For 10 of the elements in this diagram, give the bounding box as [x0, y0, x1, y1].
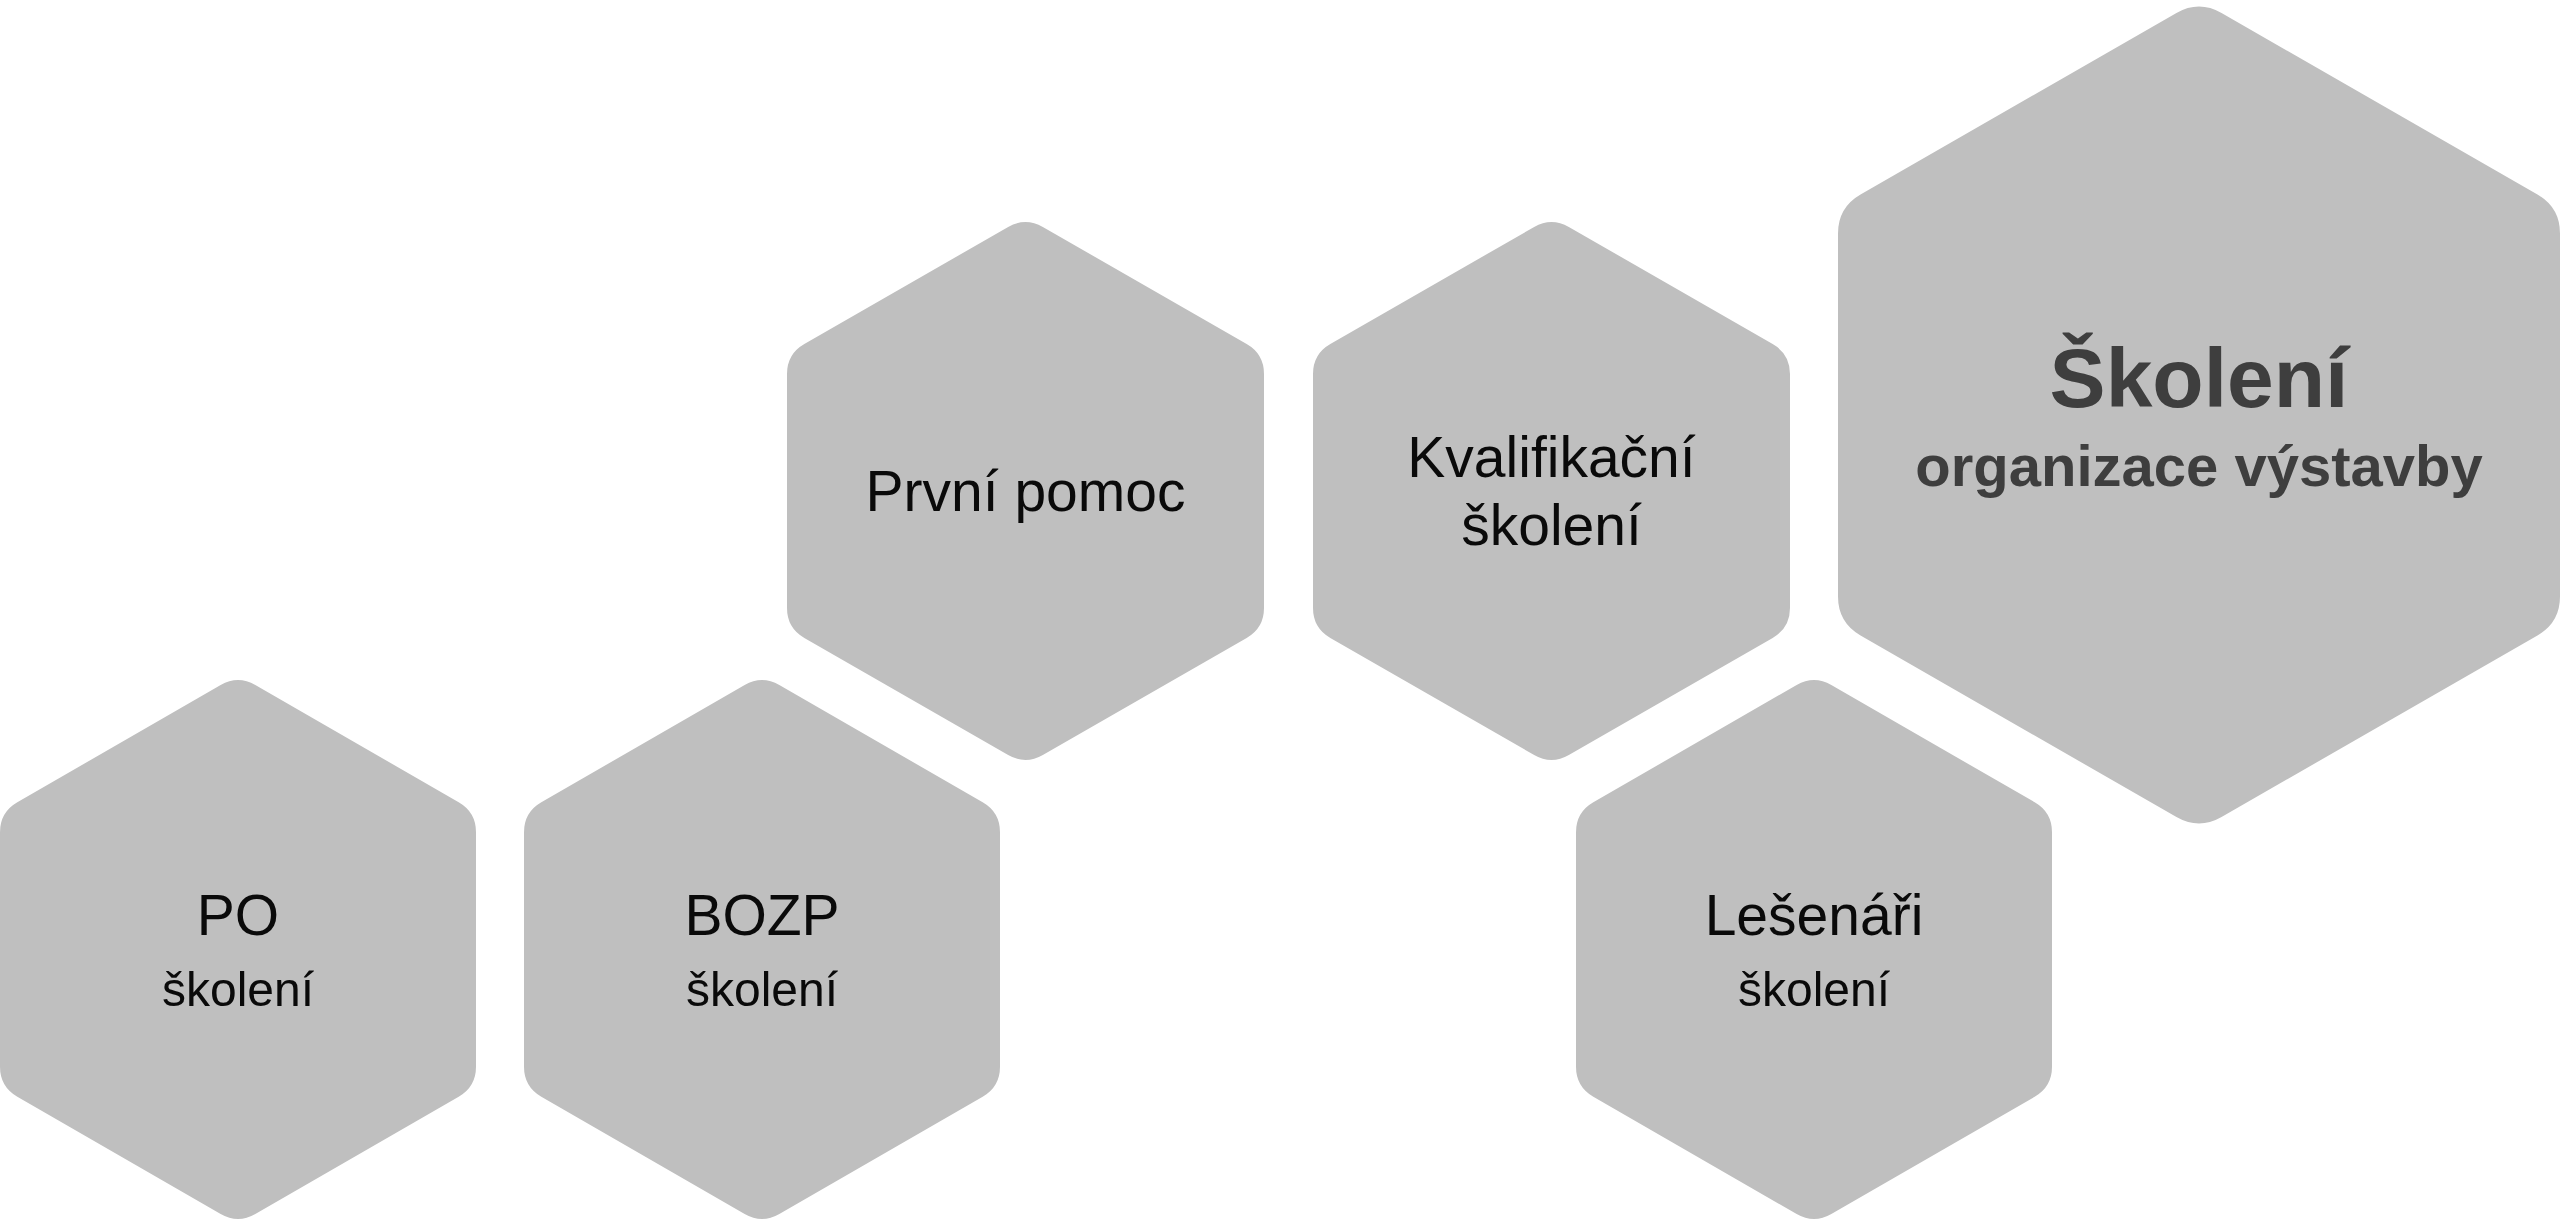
tile-subtitle: školení — [685, 961, 839, 1018]
tile-title: Lešenáři — [1704, 881, 1924, 949]
tile-title: PO — [196, 881, 280, 949]
tile-title: Školení — [2049, 330, 2349, 427]
tile-text: Kvalifikační školení — [1406, 423, 1697, 559]
tile-subtitle: školení — [161, 961, 315, 1018]
tile-title: BOZP — [684, 881, 840, 949]
tile-subtitle: organizace výstavby — [1915, 432, 2483, 500]
tile-subtitle: školení — [1737, 961, 1891, 1018]
tile-text: První pomoc — [865, 457, 1186, 525]
